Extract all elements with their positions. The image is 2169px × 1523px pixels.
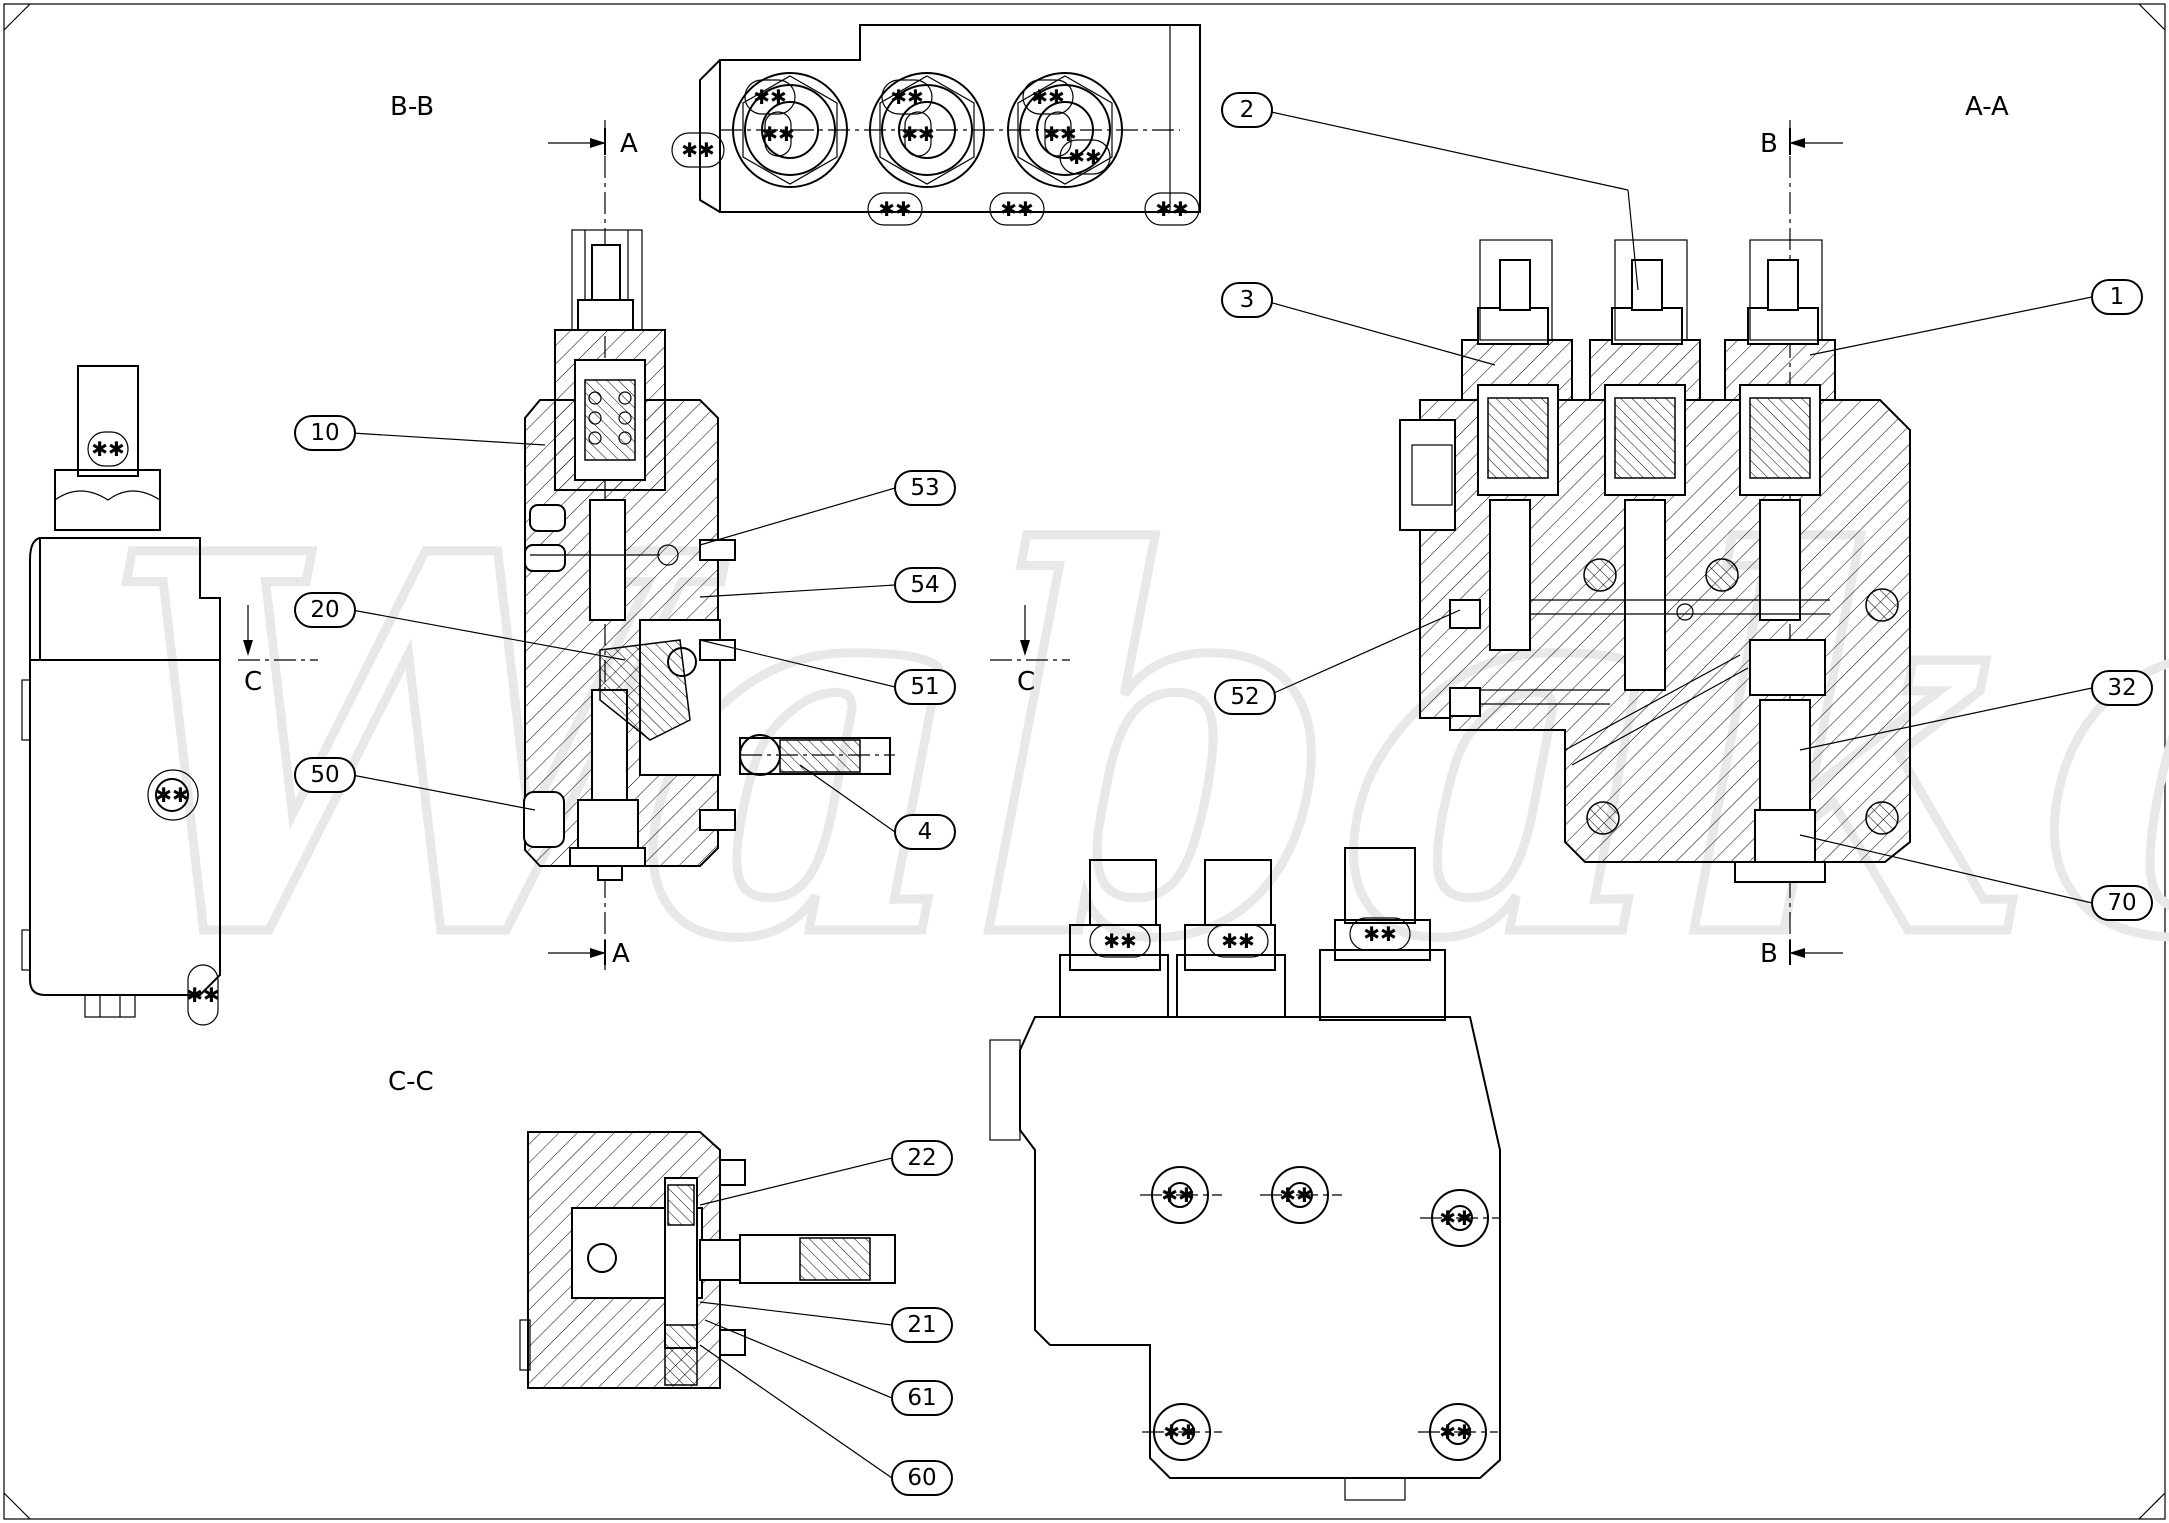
callout-21: 21 — [891, 1307, 953, 1343]
marking-symbol: ✱✱ — [1000, 197, 1034, 221]
section-mark-b-bottom: B — [1760, 939, 1778, 969]
svg-text:4: 4 — [918, 819, 933, 845]
section-title-aa: A-A — [1965, 92, 2009, 122]
callout-50: 50 — [294, 757, 356, 793]
svg-text:51: 51 — [910, 674, 939, 700]
svg-text:54: 54 — [910, 572, 939, 598]
callout-22: 22 — [891, 1140, 953, 1176]
section-mark-c-right: C — [1017, 667, 1035, 697]
section-mark-b-top: B — [1760, 129, 1778, 159]
section-aa: B B — [1399, 120, 1911, 969]
callout-10: 10 — [294, 415, 356, 451]
leader-lines — [351, 109, 2093, 1479]
marking-symbol: ✱✱ — [890, 85, 924, 109]
marking-symbol: ✱✱ — [681, 138, 715, 162]
marking-symbol: ✱✱ — [1068, 145, 1102, 169]
valve-left — [1461, 239, 1573, 651]
callout-70: 70 — [2091, 885, 2153, 921]
marking-symbol: ✱✱ — [1439, 1206, 1473, 1230]
marking-symbol: ✱✱ — [1043, 122, 1077, 146]
svg-text:61: 61 — [907, 1385, 936, 1411]
svg-text:50: 50 — [310, 762, 339, 788]
svg-text:3: 3 — [1240, 287, 1255, 313]
marking-symbol: ✱✱ — [186, 983, 220, 1007]
marking-symbol: ✱✱ — [1103, 929, 1137, 953]
svg-text:1: 1 — [2110, 284, 2125, 310]
callout-20: 20 — [294, 592, 356, 628]
top-view: ✱✱ ✱✱ ✱✱ ✱✱ ✱✱ ✱✱ ✱✱ ✱✱ ✱✱ ✱✱ ✱✱ — [671, 24, 1201, 226]
callout-32: 32 — [2091, 670, 2153, 706]
marking-symbol: ✱✱ — [1221, 929, 1255, 953]
section-mark-a-bottom: A — [612, 939, 630, 969]
sheet-border — [3, 3, 2166, 1520]
marking-symbol: ✱✱ — [1161, 1183, 1195, 1207]
marking-symbol: ✱✱ — [753, 85, 787, 109]
callout-51: 51 — [894, 669, 956, 705]
svg-text:32: 32 — [2107, 675, 2136, 701]
callout-1: 1 — [2091, 279, 2143, 315]
svg-text:10: 10 — [310, 420, 339, 446]
svg-text:70: 70 — [2107, 890, 2136, 916]
section-title-cc: C-C — [388, 1067, 434, 1097]
side-view-left: ✱✱ ✱✱ ✱✱ C — [21, 365, 318, 1026]
callout-52: 52 — [1214, 679, 1276, 715]
callout-4: 4 — [894, 814, 956, 850]
marking-symbol: ✱✱ — [1031, 85, 1065, 109]
marking-symbol: ✱✱ — [1163, 1420, 1197, 1444]
marking-symbol: ✱✱ — [1279, 1183, 1313, 1207]
marking-symbol: ✱✱ — [761, 122, 795, 146]
front-view: ✱✱ ✱✱ ✱✱ ✱✱ ✱✱ ✱✱ ✱✱ ✱✱ — [989, 847, 1501, 1501]
callout-3: 3 — [1221, 282, 1273, 318]
callout-2: 2 — [1221, 92, 1273, 128]
callout-60: 60 — [891, 1460, 953, 1496]
svg-text:53: 53 — [910, 475, 939, 501]
section-mark-c-left: C — [244, 667, 262, 697]
svg-text:52: 52 — [1230, 684, 1259, 710]
valve-right — [1724, 239, 1836, 621]
section-cc — [519, 1131, 896, 1389]
marking-symbol: ✱✱ — [91, 437, 125, 461]
marking-symbol: ✱✱ — [1439, 1420, 1473, 1444]
svg-text:22: 22 — [907, 1145, 936, 1171]
marking-symbol: ✱✱ — [155, 783, 189, 807]
section-title-bb: B-B — [390, 92, 434, 122]
svg-text:20: 20 — [310, 597, 339, 623]
callout-61: 61 — [891, 1380, 953, 1416]
svg-text:60: 60 — [907, 1465, 936, 1491]
marking-symbol: ✱✱ — [878, 197, 912, 221]
marking-symbol: ✱✱ — [1363, 922, 1397, 946]
svg-text:2: 2 — [1240, 97, 1255, 123]
callout-53: 53 — [894, 470, 956, 506]
svg-text:21: 21 — [907, 1312, 936, 1338]
section-mark-a-top: A — [620, 129, 638, 159]
marking-symbol: ✱✱ — [901, 122, 935, 146]
marking-symbol: ✱✱ — [1155, 197, 1189, 221]
section-bb: A A — [523, 120, 895, 970]
callout-54: 54 — [894, 567, 956, 603]
